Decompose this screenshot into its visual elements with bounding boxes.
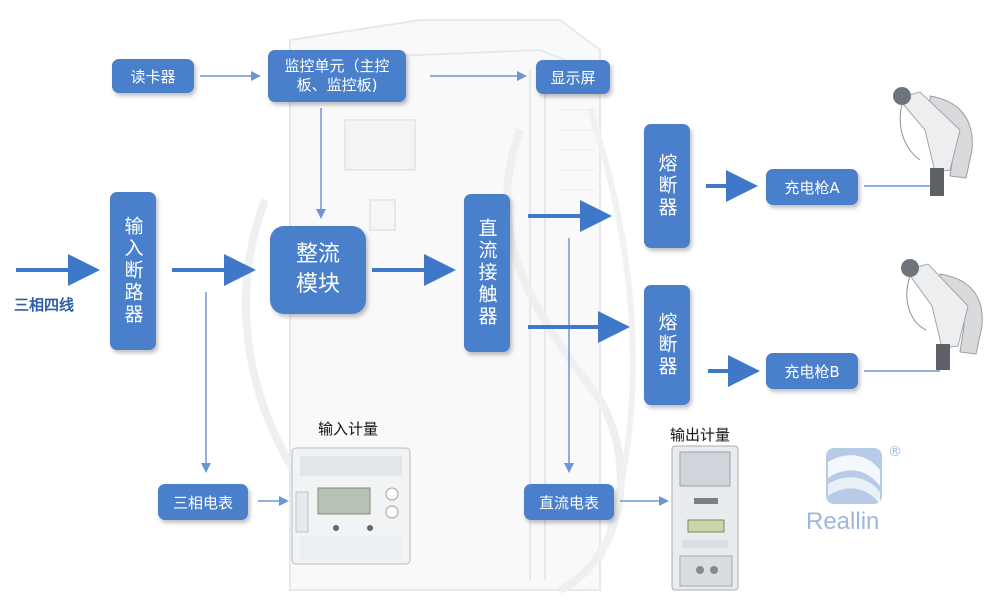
- input-breaker-box: 输入断路器: [110, 192, 156, 350]
- reallin-logo-text: Reallin: [806, 508, 880, 535]
- dc-meter-box: 直流电表: [524, 484, 614, 520]
- gun-b-box: 充电枪B: [766, 353, 858, 389]
- three-phase-input-label: 三相四线: [14, 296, 75, 314]
- dc-contactor-box: 直流接触器: [464, 194, 510, 352]
- card-reader-box: 读卡器: [112, 59, 194, 93]
- three-phase-meter-box: 三相电表: [158, 484, 248, 520]
- rectifier-label: 整流模块: [295, 242, 340, 297]
- monitor-unit-box: 监控单元（主控板、监控板): [268, 50, 406, 102]
- gun-a-box: 充电枪A: [766, 169, 858, 205]
- fuse-b-box: 熔断器: [644, 285, 690, 405]
- rectifier-module-box: 整流模块: [270, 226, 366, 314]
- output-metering-caption: 输出计量: [670, 426, 731, 444]
- fuse-a-box: 熔断器: [644, 124, 690, 248]
- registered-mark: ®: [888, 444, 902, 460]
- input-metering-caption: 输入计量: [318, 420, 379, 438]
- display-box: 显示屏: [536, 60, 610, 94]
